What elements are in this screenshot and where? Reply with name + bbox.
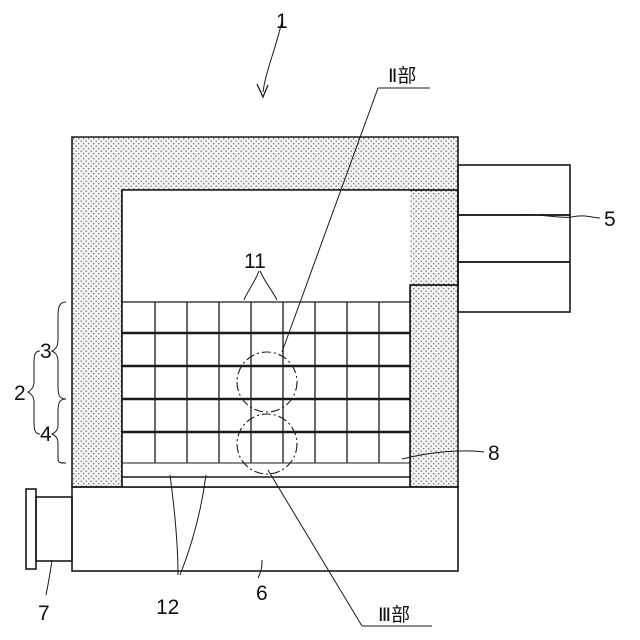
insulation-shell-right: [410, 285, 458, 487]
brace-3: [52, 302, 66, 399]
outlet-lower-wall: [458, 262, 570, 312]
label-5: 5: [604, 208, 616, 231]
brace-4: [52, 399, 66, 463]
label-detail-2: Ⅱ部: [388, 65, 416, 87]
base-chamber: [72, 487, 458, 571]
label-11: 11: [244, 250, 266, 273]
leader-7: [46, 560, 52, 595]
label-3: 3: [40, 340, 52, 363]
inlet-flange: [26, 489, 36, 569]
label-2: 2: [14, 382, 26, 405]
leader-12b: [180, 475, 206, 575]
cavity-fill: [122, 190, 410, 487]
leader-12a: [170, 475, 178, 575]
label-12: 12: [156, 596, 179, 619]
outlet-channel: [458, 215, 570, 262]
label-8: 8: [488, 442, 500, 465]
leader-detail-3: [268, 470, 362, 626]
label-7: 7: [38, 602, 50, 625]
inlet-pipe: [36, 497, 72, 561]
brace-2: [28, 351, 40, 434]
leader-5b: [572, 216, 600, 218]
arrow-1-head: [257, 84, 268, 97]
label-1: 1: [276, 10, 288, 33]
outlet-upper-wall: [458, 165, 570, 215]
label-4: 4: [40, 423, 52, 446]
leader-6: [258, 560, 262, 578]
label-6: 6: [256, 582, 268, 605]
label-detail-3: Ⅲ部: [378, 604, 410, 626]
